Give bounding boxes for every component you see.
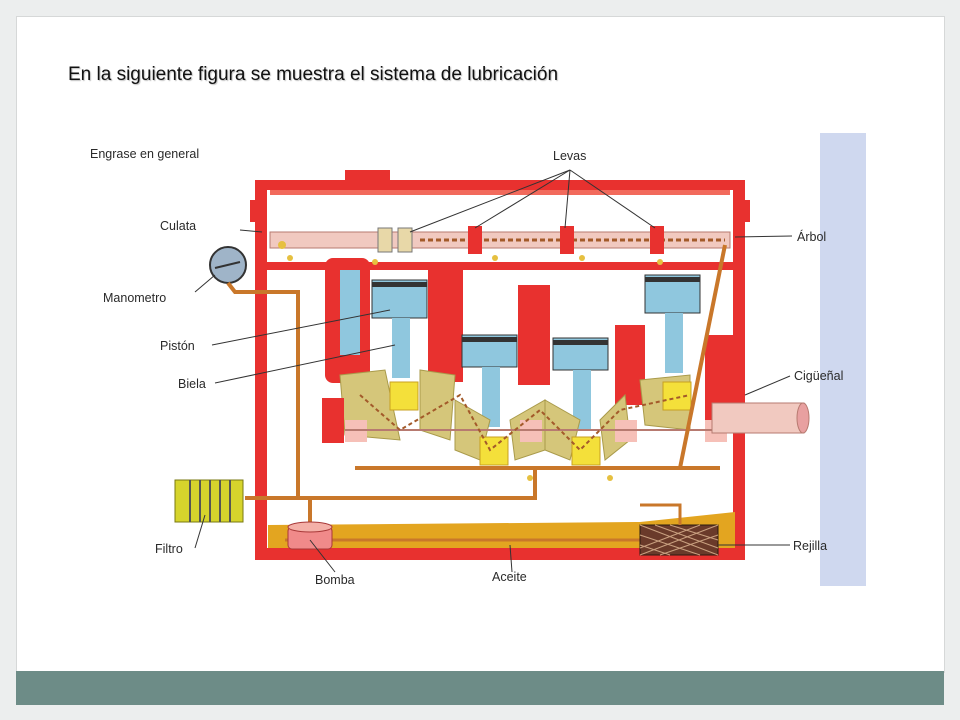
label-biela: Biela xyxy=(178,377,206,391)
label-arbol: Árbol xyxy=(797,229,826,244)
label-engrase: Engrase en general xyxy=(90,147,199,161)
background-strip xyxy=(820,133,866,586)
label-piston: Pistón xyxy=(160,339,195,353)
label-levas: Levas xyxy=(553,149,586,163)
label-rejilla: Rejilla xyxy=(793,539,827,553)
label-aceite: Aceite xyxy=(492,570,527,584)
filter xyxy=(175,480,243,522)
label-bomba: Bomba xyxy=(315,573,355,587)
label-manometro: Manometro xyxy=(103,291,166,305)
label-filtro: Filtro xyxy=(155,542,183,556)
pump xyxy=(288,522,332,549)
label-culata: Culata xyxy=(160,219,196,233)
label-ciguenal: Cigüeñal xyxy=(794,369,843,383)
